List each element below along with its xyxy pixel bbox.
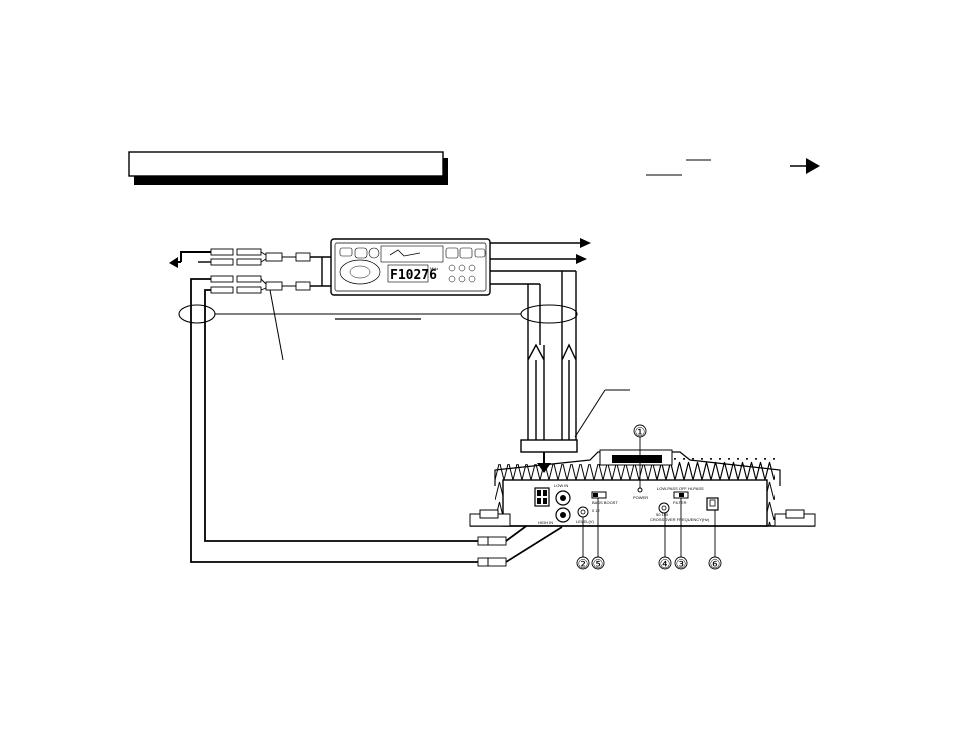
- head-unit-display-suffix: MHz: [430, 266, 438, 271]
- section-header: [128, 151, 448, 185]
- filter-modes-label: LOW-PASS OFF HI-PASS: [657, 486, 704, 491]
- callouts: ① ② ⑤ ④ ③ ⑥: [576, 424, 722, 571]
- callout-1: ①: [635, 425, 646, 439]
- high-in-label: HIGH IN: [538, 520, 553, 525]
- top-right-marks: [646, 158, 820, 176]
- bass-boost-label: BASS BOOST: [592, 500, 618, 505]
- crossover-label: CROSSOVER FREQUENCY(Hz): [650, 517, 710, 522]
- rca-connector-bundle: [169, 248, 331, 294]
- power-label: POWER: [633, 495, 648, 500]
- crossover-range-label: 50 100: [656, 512, 669, 517]
- callout-6: ⑥: [710, 557, 721, 571]
- callout-2: ②: [578, 557, 589, 571]
- amplifier: [469, 449, 816, 527]
- callout-5: ⑤: [593, 557, 604, 571]
- bundle-markers: [178, 289, 578, 361]
- next-arrow-icon[interactable]: [790, 158, 820, 174]
- rca-wires: [190, 278, 478, 563]
- callout-4: ④: [660, 557, 671, 571]
- amp-panel: LOW IN HIGH IN LEVEL(V) BASS BOOST 0 12 …: [534, 483, 719, 525]
- filter-label: FILTER: [673, 500, 687, 505]
- head-unit-outputs: [490, 238, 591, 345]
- low-in-label: LOW IN: [554, 483, 568, 488]
- head-unit-display: F10276: [390, 268, 437, 283]
- level-label: LEVEL(V): [576, 519, 594, 524]
- head-unit: F10276 MHz: [330, 238, 491, 296]
- boost-values-label: 0 12: [592, 508, 601, 513]
- callout-3: ③: [676, 557, 687, 571]
